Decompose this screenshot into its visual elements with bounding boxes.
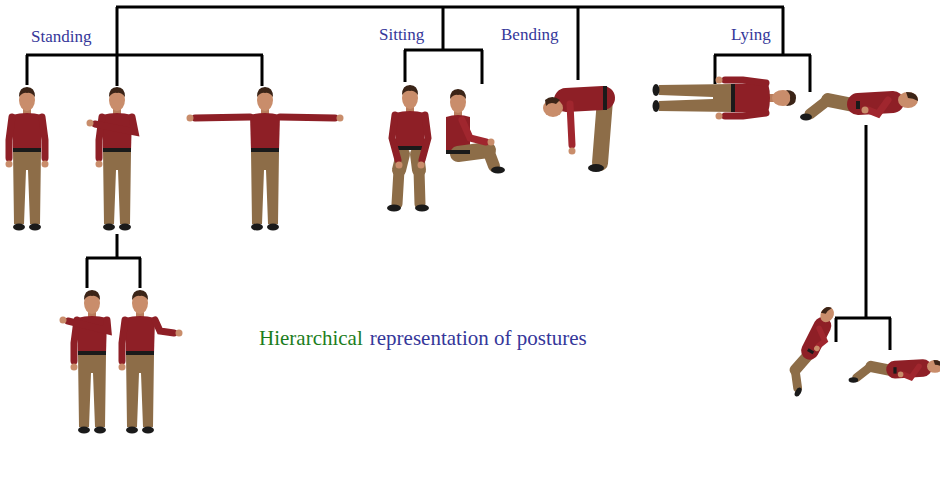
- caption-text: representation of postures: [369, 326, 588, 351]
- hierarchy-lines: [26, 7, 891, 350]
- caption-text: Hierarchical: [258, 326, 364, 351]
- category-label: Sitting: [378, 25, 425, 45]
- standing-figure: [187, 87, 344, 231]
- standing-figure: [6, 87, 49, 231]
- curled-figure: [778, 304, 845, 397]
- standing-figure: [119, 290, 183, 434]
- curled-figure: [849, 360, 940, 383]
- category-label: Lying: [730, 25, 772, 45]
- curled-figure: [800, 92, 918, 121]
- sitting-figure: [446, 89, 505, 174]
- category-label: Standing: [30, 27, 92, 47]
- bending-figure: [543, 86, 607, 172]
- sitting-figure: [387, 85, 429, 212]
- category-label: Bending: [500, 25, 560, 45]
- standing-figure: [87, 87, 136, 231]
- standing-figure: [60, 290, 109, 434]
- lying-figure: [653, 77, 797, 120]
